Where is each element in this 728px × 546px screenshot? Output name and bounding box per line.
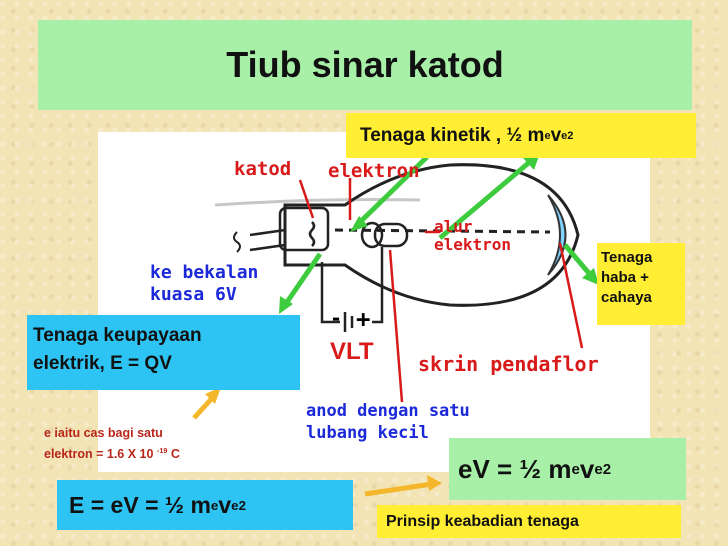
label-anod: anod dengan satu lubang kecil bbox=[306, 401, 470, 443]
arrowhead-heat bbox=[582, 268, 599, 285]
label-skrin-pendaflor: skrin pendaflor bbox=[418, 352, 599, 376]
arrow-ev1-to-ev2 bbox=[364, 481, 433, 497]
cathode-box bbox=[278, 206, 330, 252]
label-minus: - bbox=[330, 306, 343, 330]
arrowhead-note bbox=[205, 387, 221, 404]
anode-tube bbox=[373, 222, 409, 248]
label-katod: katod bbox=[234, 158, 292, 180]
vlt-wire-right bbox=[372, 247, 384, 324]
arrow-to-kinetik bbox=[438, 158, 534, 240]
label-alur-elektron: alur elektron bbox=[434, 217, 512, 254]
conservation-principle-box: Prinsip keabadian tenaga bbox=[377, 505, 681, 538]
electron-beam bbox=[334, 228, 551, 234]
page-title: Tiub sinar katod bbox=[226, 44, 504, 85]
pointer-skrin bbox=[558, 242, 584, 349]
arrow-to-elektron bbox=[355, 155, 429, 227]
arrowhead-pe bbox=[279, 296, 293, 314]
potential-energy-box: Tenaga keupayaan elektrik, E = QV bbox=[27, 315, 300, 390]
arrowhead-elektron bbox=[350, 216, 368, 232]
label-vlt: VLT bbox=[330, 338, 374, 365]
fluorescent-screen bbox=[547, 194, 567, 276]
title-bar: Tiub sinar katod bbox=[38, 20, 692, 110]
cathode-filament bbox=[308, 221, 316, 247]
arrow-to-heat-box bbox=[563, 243, 595, 280]
pointer-katod bbox=[298, 179, 315, 219]
glass-bulb bbox=[283, 163, 580, 307]
label-bekalan-kuasa: ke bekalan kuasa 6V bbox=[150, 262, 259, 305]
vlt-wire-left bbox=[320, 262, 340, 324]
heater-wires bbox=[249, 228, 286, 252]
label-plus: + bbox=[356, 305, 371, 333]
heat-light-box: Tenaga haba + cahaya bbox=[597, 243, 685, 325]
faded-sketch-line bbox=[214, 198, 421, 207]
arrowhead-ev bbox=[427, 475, 442, 491]
label-elektron: elektron bbox=[328, 160, 420, 182]
anode bbox=[360, 221, 384, 249]
heater-coil bbox=[233, 231, 241, 253]
electron-charge-note: e iaitu cas bagi satu elektron = 1.6 X 1… bbox=[44, 426, 180, 462]
arrow-to-pe-box bbox=[282, 252, 323, 307]
pointer-anod bbox=[388, 249, 404, 403]
battery-plates bbox=[343, 312, 354, 332]
